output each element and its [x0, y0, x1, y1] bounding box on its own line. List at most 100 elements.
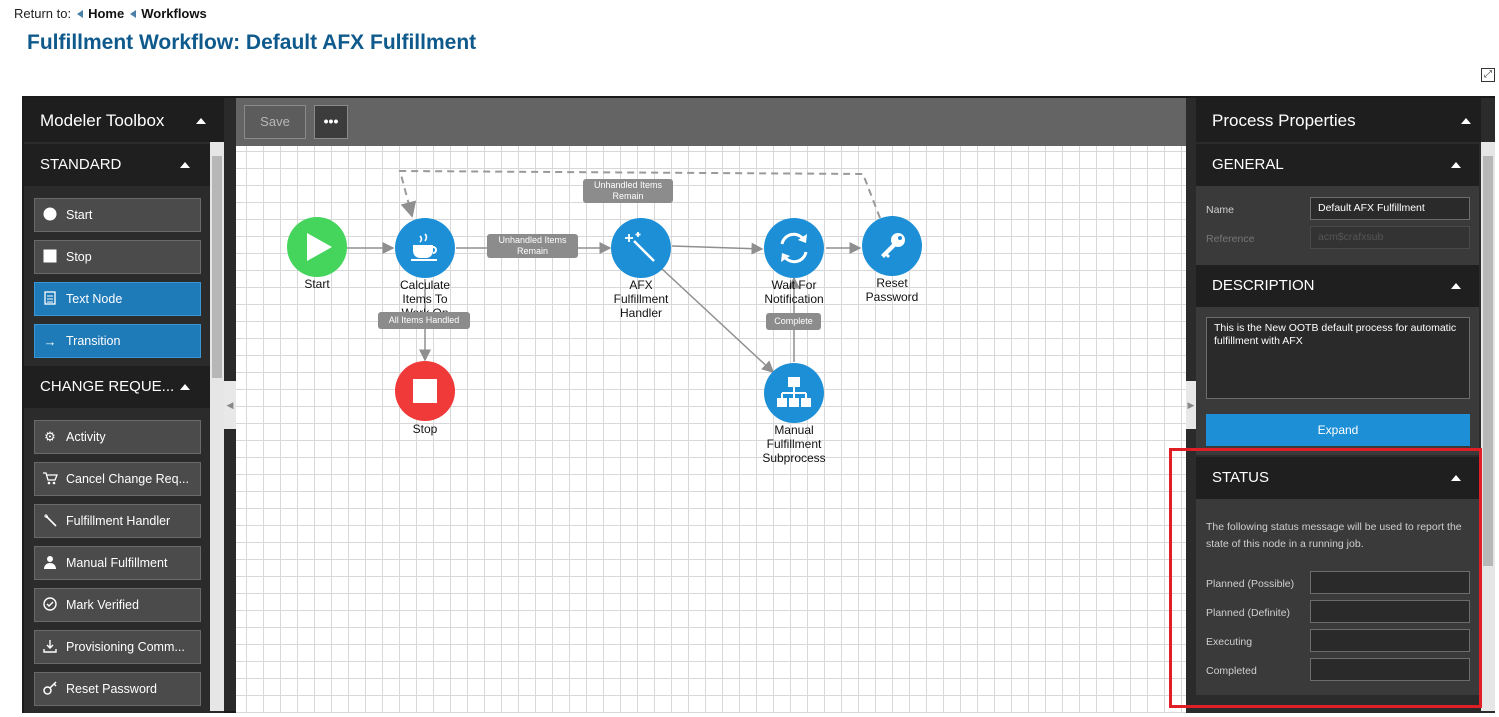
edge-label-all-handled[interactable]: All Items Handled [378, 312, 470, 329]
toolbox-item-provisioning-command[interactable]: Provisioning Comm... [34, 630, 201, 664]
general-section-header[interactable]: GENERAL [1196, 144, 1479, 186]
toolbox-item-stop[interactable]: Stop [34, 240, 201, 274]
gears-icon: ⚙ [44, 429, 56, 444]
toolbox-item-mark-verified[interactable]: Mark Verified [34, 588, 201, 622]
description-textarea[interactable]: This is the New OOTB default process for… [1206, 317, 1470, 399]
properties-scrollbar[interactable] [1481, 142, 1495, 711]
modeler-toolbox: Modeler Toolbox STANDARD Start Stop Text… [24, 98, 224, 713]
toolbox-item-label: Text Node [66, 292, 123, 306]
reset-node-label-line: Reset [876, 276, 908, 290]
properties-title: Process Properties [1212, 111, 1356, 130]
toolbox-item-text-node[interactable]: Text Node [34, 282, 201, 316]
general-section-label: GENERAL [1212, 156, 1284, 173]
start-node-label: Start [304, 277, 330, 291]
toolbox-item-reset-password[interactable]: Reset Password [34, 672, 201, 706]
person-icon [42, 555, 58, 572]
toolbox-scrollbar[interactable] [210, 142, 224, 711]
collapse-caret-icon[interactable] [1451, 475, 1461, 481]
status-field-label: Completed [1206, 665, 1257, 677]
completed-field[interactable] [1310, 658, 1470, 681]
toolbox-item-start[interactable]: Start [34, 198, 201, 232]
canvas-toolbar: Save ••• [236, 98, 1186, 146]
status-section-label: STATUS [1212, 469, 1269, 486]
change-request-section-header[interactable]: CHANGE REQUE... [24, 366, 224, 408]
collapse-caret-icon[interactable] [180, 162, 190, 168]
save-button[interactable]: Save [244, 105, 306, 139]
toolbox-item-label: Stop [66, 250, 92, 264]
wait-notification-node [764, 218, 824, 278]
name-field[interactable]: Default AFX Fulfillment [1310, 197, 1470, 220]
description-section-body: This is the New OOTB default process for… [1196, 307, 1479, 455]
wait-node-label-line: Wait For [771, 278, 817, 292]
process-properties-panel: ▶ Process Properties GENERAL Name Defaul… [1186, 98, 1495, 713]
afx-node-label-line: Fulfillment [613, 292, 669, 306]
wait-node-label: Wait For Notification [744, 278, 844, 306]
toolbox-item-label: Cancel Change Req... [66, 472, 189, 486]
edge-label-line: Unhandled Items [498, 235, 567, 245]
collapse-left-panel-icon[interactable]: ◀ [224, 381, 236, 429]
check-circle-icon [42, 596, 58, 614]
collapse-right-panel-icon[interactable]: ▶ [1186, 381, 1196, 429]
breadcrumb-home-link[interactable]: Home [77, 6, 124, 21]
scrollbar-thumb[interactable] [212, 156, 222, 378]
edge-label-complete[interactable]: Complete [766, 313, 821, 330]
toolbox-item-label: Mark Verified [66, 598, 139, 612]
status-section-body: The following status message will be use… [1196, 499, 1479, 695]
description-section-header[interactable]: DESCRIPTION [1196, 265, 1479, 307]
collapse-caret-icon[interactable] [1451, 162, 1461, 168]
status-section-header[interactable]: STATUS [1196, 457, 1479, 499]
afx-node-label-line: AFX [629, 278, 653, 292]
key-icon [42, 680, 58, 698]
general-section-body: Name Default AFX Fulfillment Reference a… [1196, 186, 1479, 266]
manual-node-label-line: Fulfillment [766, 437, 822, 451]
square-icon [42, 249, 58, 266]
breadcrumb-home-label[interactable]: Home [88, 6, 125, 21]
properties-header[interactable]: Process Properties [1196, 98, 1481, 142]
scrollbar-thumb[interactable] [1483, 156, 1493, 566]
toolbox-item-label: Provisioning Comm... [66, 640, 185, 654]
reference-label: Reference [1206, 233, 1255, 245]
reset-node-label: Reset Password [842, 276, 942, 304]
fullscreen-icon[interactable]: ⤢ [1481, 68, 1495, 82]
standard-items: Start Stop Text Node → Transition [24, 186, 224, 358]
reset-node-label-line: Password [865, 290, 919, 304]
document-icon [42, 290, 58, 308]
toolbox-item-label: Start [66, 208, 93, 222]
toolbox-item-fulfillment-handler[interactable]: Fulfillment Handler [34, 504, 201, 538]
planned-possible-field[interactable] [1310, 571, 1470, 594]
manual-node-label: Manual Fulfillment Subprocess [744, 423, 844, 465]
transition-afx-to-manual [660, 267, 775, 374]
edge-label-line: Remain [612, 191, 644, 201]
toolbox-item-label: Reset Password [66, 682, 158, 696]
more-options-button[interactable]: ••• [314, 105, 348, 139]
change-request-section-label: CHANGE REQUE... [40, 378, 175, 395]
standard-section-header[interactable]: STANDARD [24, 144, 224, 186]
collapse-caret-icon[interactable] [1461, 118, 1471, 124]
download-icon [42, 639, 58, 656]
executing-field[interactable] [1310, 629, 1470, 652]
manual-node-label-line: Manual [774, 423, 814, 437]
collapse-caret-icon[interactable] [196, 118, 206, 124]
toolbox-item-cancel-change-request[interactable]: Cancel Change Req... [34, 462, 201, 496]
toolbox-item-transition[interactable]: → Transition [34, 324, 201, 358]
edge-label-unhandled-top[interactable]: Unhandled Items Remain [583, 179, 673, 203]
breadcrumb-workflows-link[interactable]: Workflows [130, 6, 207, 21]
planned-definite-field[interactable] [1310, 600, 1470, 623]
toolbox-header[interactable]: Modeler Toolbox [24, 98, 224, 142]
toolbox-item-manual-fulfillment[interactable]: Manual Fulfillment [34, 546, 201, 580]
transition-afx-to-wait [671, 242, 764, 255]
arrow-right-icon: → [43, 333, 57, 349]
edge-label-unhandled-mid[interactable]: Unhandled Items Remain [487, 234, 578, 258]
breadcrumb-workflows-label[interactable]: Workflows [141, 6, 207, 21]
expand-button[interactable]: Expand [1206, 414, 1470, 446]
calculate-node-label-line: Calculate [399, 278, 451, 292]
page-title: Fulfillment Workflow: Default AFX Fulfil… [27, 31, 477, 54]
toolbox-item-activity[interactable]: ⚙ Activity [34, 420, 201, 454]
cart-cancel-icon [42, 471, 58, 488]
collapse-caret-icon[interactable] [1451, 283, 1461, 289]
coffee-cup-icon [411, 233, 437, 261]
collapse-caret-icon[interactable] [180, 384, 190, 390]
canvas-grid[interactable]: Start Calculate Items To Work On AFX Ful… [236, 146, 1186, 713]
status-field-label: Planned (Definite) [1206, 607, 1291, 619]
hierarchy-icon [777, 377, 811, 407]
